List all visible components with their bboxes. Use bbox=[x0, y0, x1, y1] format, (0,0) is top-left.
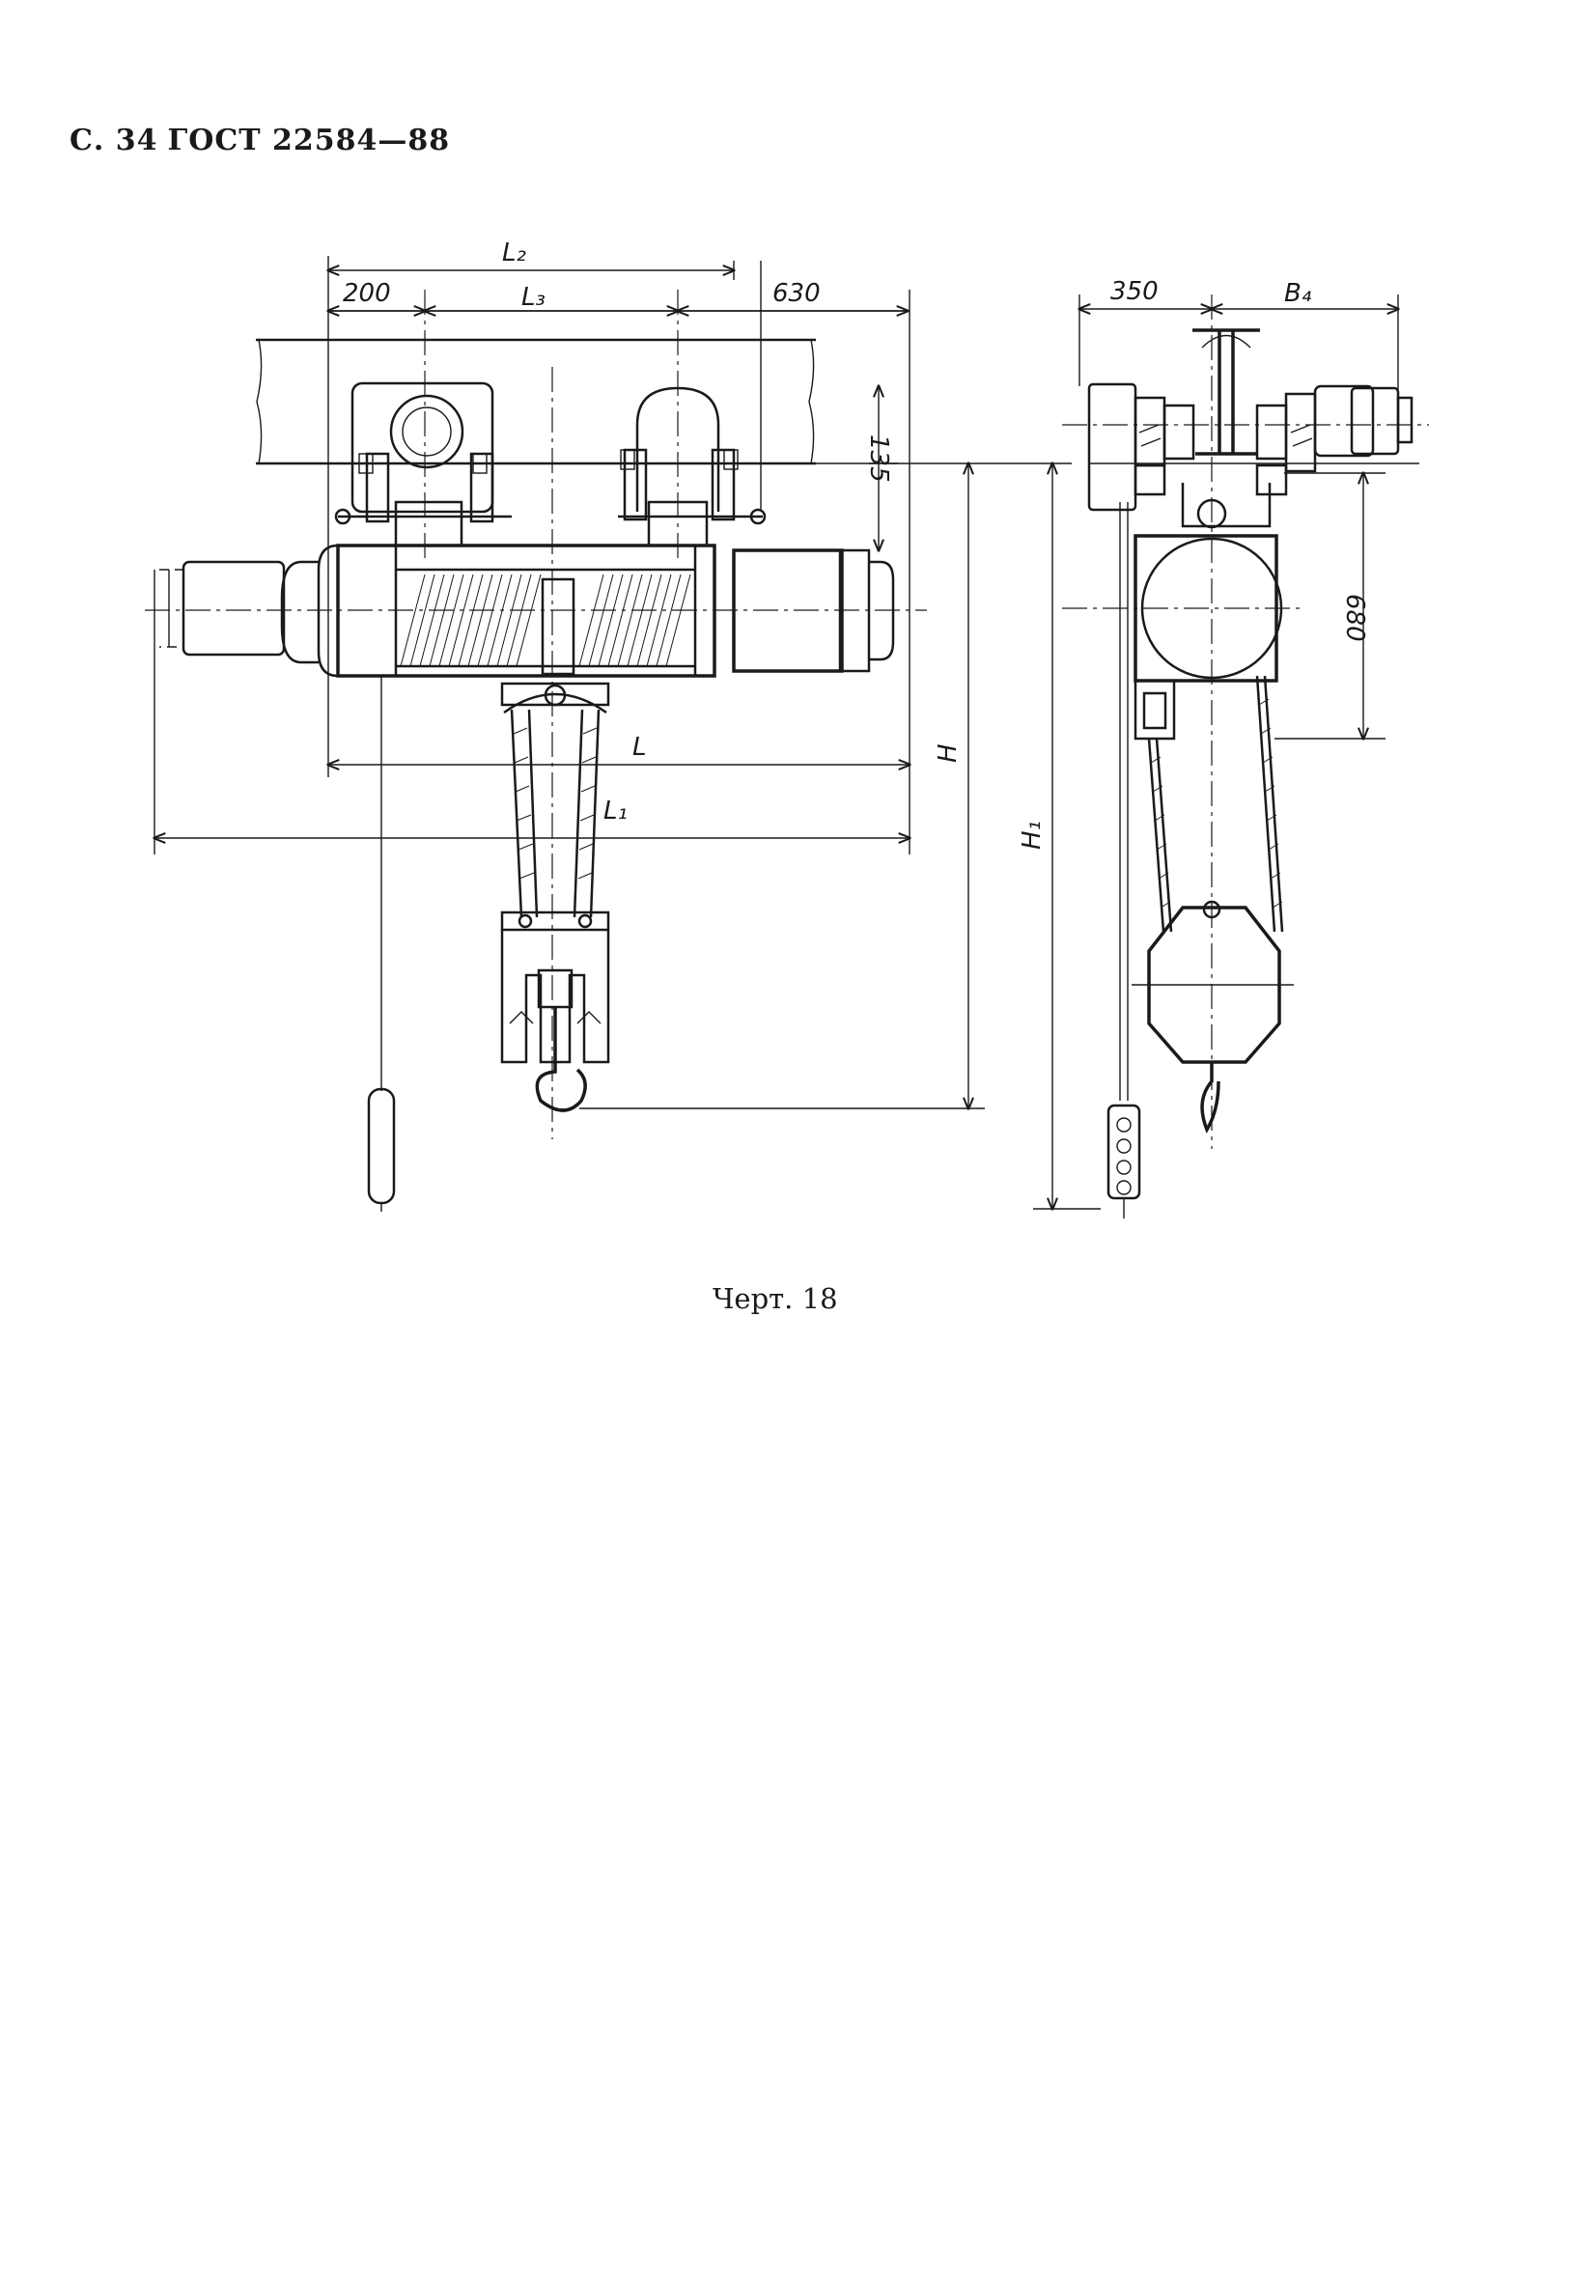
front-view-dimensions: L₂ 200 L₃ 630 135 L L₁ H H₁ bbox=[154, 238, 1101, 1209]
standard-designation: ГОСТ 22584—88 bbox=[167, 124, 451, 157]
page-number: С. 34 bbox=[70, 124, 158, 157]
dim-L: L bbox=[632, 733, 647, 762]
dim-630: 630 bbox=[772, 279, 821, 308]
hook-block bbox=[500, 682, 610, 1112]
side-view-dimensions: 350 B₄ 680 bbox=[1079, 277, 1398, 739]
page-header: С. 34 ГОСТ 22584—88 bbox=[70, 124, 460, 157]
dim-H: H bbox=[934, 743, 963, 763]
rail-beam bbox=[256, 338, 816, 465]
dim-L2: L₂ bbox=[502, 238, 526, 267]
dim-680: 680 bbox=[1340, 594, 1369, 642]
trolley-left-wheel bbox=[350, 381, 494, 547]
trolley-right-wheel bbox=[620, 386, 739, 547]
dim-L3: L₃ bbox=[521, 283, 546, 312]
dim-H1: H₁ bbox=[1018, 821, 1047, 850]
dim-135: 135 bbox=[864, 434, 893, 483]
dim-B4: B₄ bbox=[1284, 279, 1312, 308]
front-view bbox=[145, 290, 927, 1212]
hoist-technical-drawing: L₂ 200 L₃ 630 135 L L₁ H H₁ bbox=[145, 238, 1429, 1218]
dim-350: 350 bbox=[1110, 277, 1159, 306]
pendant-control bbox=[367, 676, 396, 1212]
drum-rope-hatching bbox=[400, 574, 691, 667]
dim-L1: L₁ bbox=[603, 797, 628, 826]
side-view bbox=[1062, 294, 1429, 1218]
drawing-caption: Черт. 18 bbox=[713, 1282, 838, 1315]
dim-200: 200 bbox=[343, 279, 391, 308]
left-gearbox bbox=[159, 560, 319, 664]
